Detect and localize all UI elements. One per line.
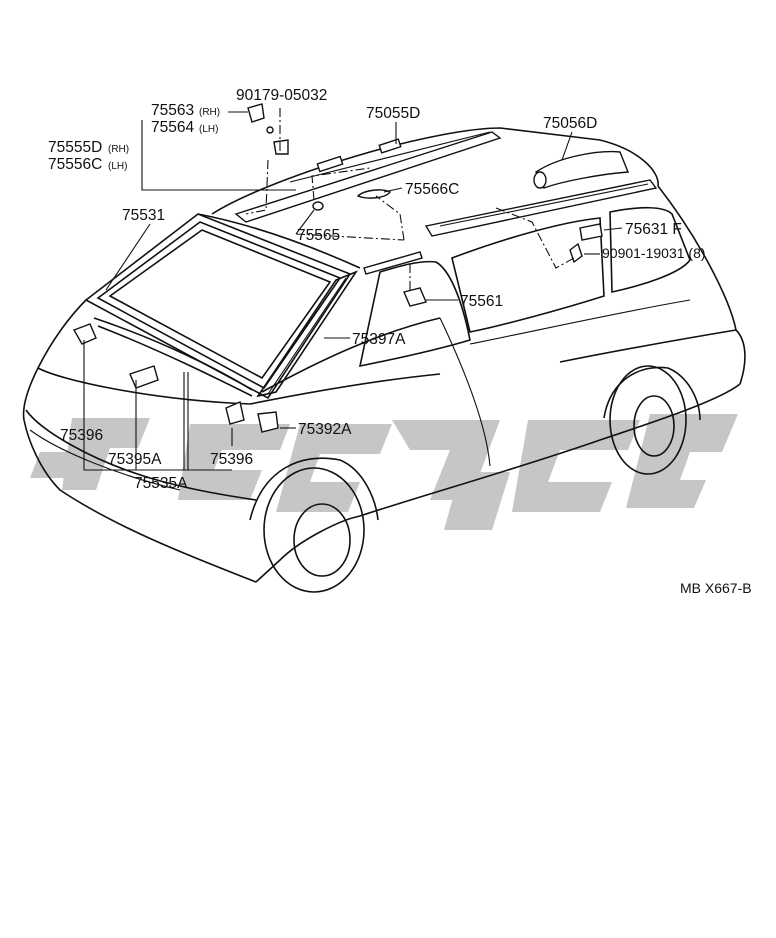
roof-parts: [234, 103, 658, 307]
label-75397A: 75397A: [352, 331, 406, 348]
label-75531: 75531: [122, 207, 165, 224]
label-75396-left: 75396: [60, 427, 103, 444]
label-90179-05032: 90179-05032: [236, 87, 327, 104]
part-labels: 90179-05032 75563 (RH) 75564 (LH) 75555D…: [48, 87, 752, 596]
label-75392A: 75392A: [298, 421, 352, 438]
label-75555D: 75555D: [48, 139, 102, 156]
label-75395A: 75395A: [108, 451, 162, 468]
label-75535A: 75535A: [134, 475, 188, 492]
label-90901-19031: 90901-19031 (8): [602, 245, 706, 261]
vehicle-body: [22, 127, 746, 593]
label-75556C-suffix: (LH): [108, 161, 127, 172]
label-75565: 75565: [297, 227, 340, 244]
label-75555D-suffix: (RH): [108, 144, 129, 155]
label-75055D: 75055D: [366, 105, 420, 122]
label-75056D: 75056D: [543, 115, 597, 132]
leader-lines: [83, 108, 623, 471]
label-75556C: 75556C: [48, 156, 102, 173]
label-75561: 75561: [460, 293, 503, 310]
label-75396-right: 75396: [210, 451, 253, 468]
label-75563-suffix: (RH): [199, 107, 220, 118]
label-75563: 75563: [151, 102, 194, 119]
label-75631F: 75631 F: [625, 221, 682, 238]
label-75564-suffix: (LH): [199, 124, 218, 135]
label-75564: 75564: [151, 119, 194, 136]
windshield-moulding: [84, 213, 361, 400]
label-75566C: 75566C: [405, 181, 459, 198]
reference-code: MB X667-B: [680, 580, 752, 596]
front-clips: [72, 323, 279, 433]
